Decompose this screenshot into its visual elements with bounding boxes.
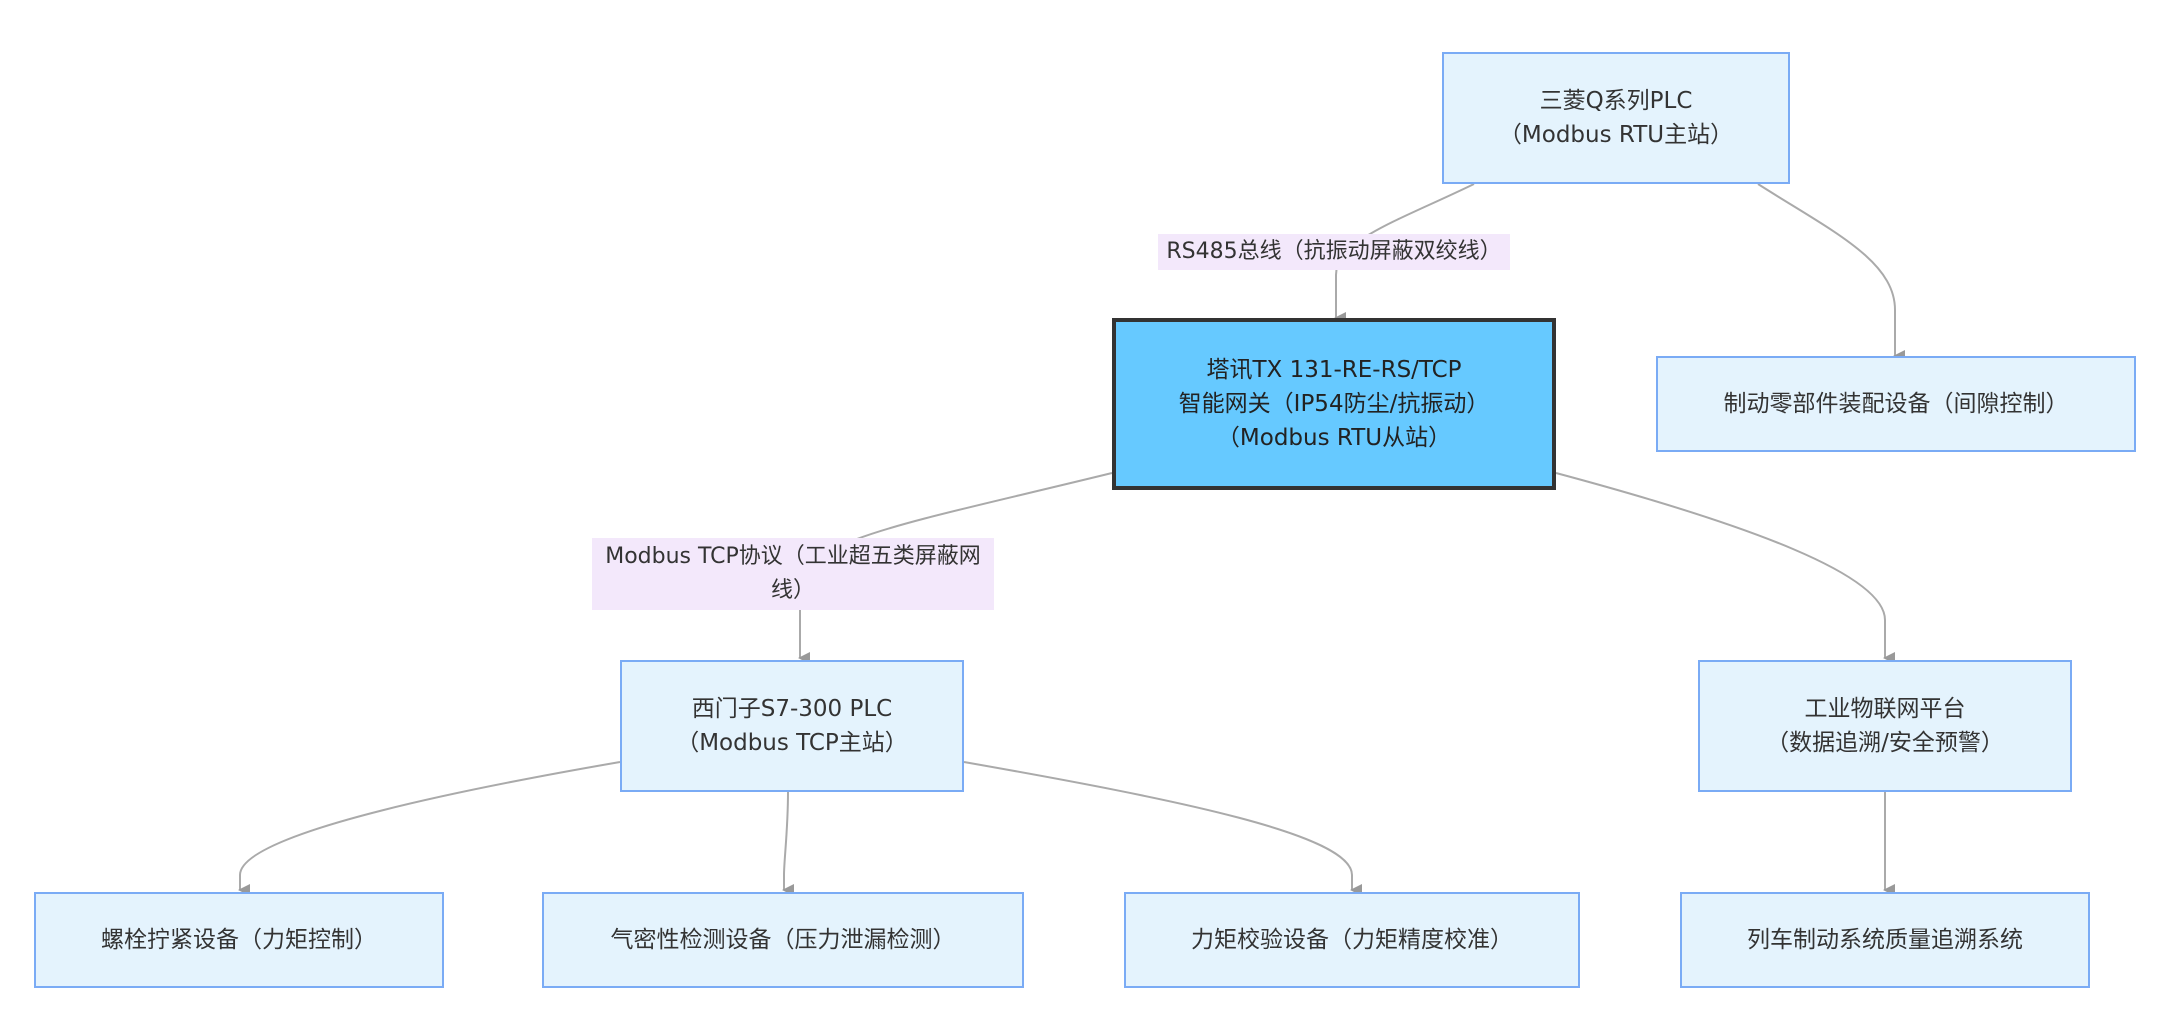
edge-label-modbus-tcp-line1: Modbus TCP协议（工业超五类屏蔽网 [605,544,981,569]
node-mitsubishi-plc-line1: 三菱Q系列PLC [1539,88,1693,114]
edge-siemens-to-airtight [782,791,794,896]
node-bolt-device-line1: 螺栓拧紧设备（力矩控制） [101,927,377,953]
node-torque-device[interactable]: 力矩校验设备（力矩精度校准） [1124,892,1580,988]
node-torque-device-line1: 力矩校验设备（力矩精度校准） [1191,927,1513,953]
node-traceability-system[interactable]: 列车制动系统质量追溯系统 [1680,892,2090,988]
edge-label-rs485-text: RS485总线（抗振动屏蔽双绞线） [1166,239,1502,264]
node-brake-assembly[interactable]: 制动零部件装配设备（间隙控制） [1656,356,2136,452]
edge-mitsubishi-to-brake-assembly [1757,183,1905,362]
node-gateway[interactable]: 塔讯TX 131-RE-RS/TCP 智能网关（IP54防尘/抗振动） （Mod… [1112,318,1556,490]
node-gateway-line1: 塔讯TX 131-RE-RS/TCP [1206,357,1462,383]
node-iot-platform-line1: 工业物联网平台 [1804,696,1966,722]
node-airtight-device-line1: 气密性检测设备（压力泄漏检测） [610,927,956,953]
node-siemens-plc-line2: （Modbus TCP主站） [676,730,908,756]
node-bolt-device[interactable]: 螺栓拧紧设备（力矩控制） [34,892,444,988]
edge-label-rs485: RS485总线（抗振动屏蔽双绞线） [1158,234,1510,270]
node-airtight-device[interactable]: 气密性检测设备（压力泄漏检测） [542,892,1024,988]
edge-siemens-to-torque [963,761,1362,896]
node-brake-assembly-line1: 制动零部件装配设备（间隙控制） [1723,391,2069,417]
node-traceability-system-line1: 列车制动系统质量追溯系统 [1747,927,2023,953]
node-siemens-plc[interactable]: 西门子S7-300 PLC （Modbus TCP主站） [620,660,964,792]
node-mitsubishi-plc-line2: （Modbus RTU主站） [1498,122,1734,148]
node-gateway-line3: （Modbus RTU从站） [1216,425,1452,451]
node-iot-platform[interactable]: 工业物联网平台 （数据追溯/安全预警） [1698,660,2072,792]
edge-gateway-to-iot [1555,472,1895,664]
node-iot-platform-line2: （数据追溯/安全预警） [1766,730,2004,756]
node-siemens-plc-line1: 西门子S7-300 PLC [691,696,893,722]
edge-label-modbus-tcp: Modbus TCP协议（工业超五类屏蔽网 线） [592,538,994,610]
edge-label-modbus-tcp-line2: 线） [770,578,815,603]
node-gateway-line2: 智能网关（IP54防尘/抗振动） [1178,391,1490,417]
node-mitsubishi-plc[interactable]: 三菱Q系列PLC （Modbus RTU主站） [1442,52,1790,184]
edge-siemens-to-bolt [238,761,621,896]
